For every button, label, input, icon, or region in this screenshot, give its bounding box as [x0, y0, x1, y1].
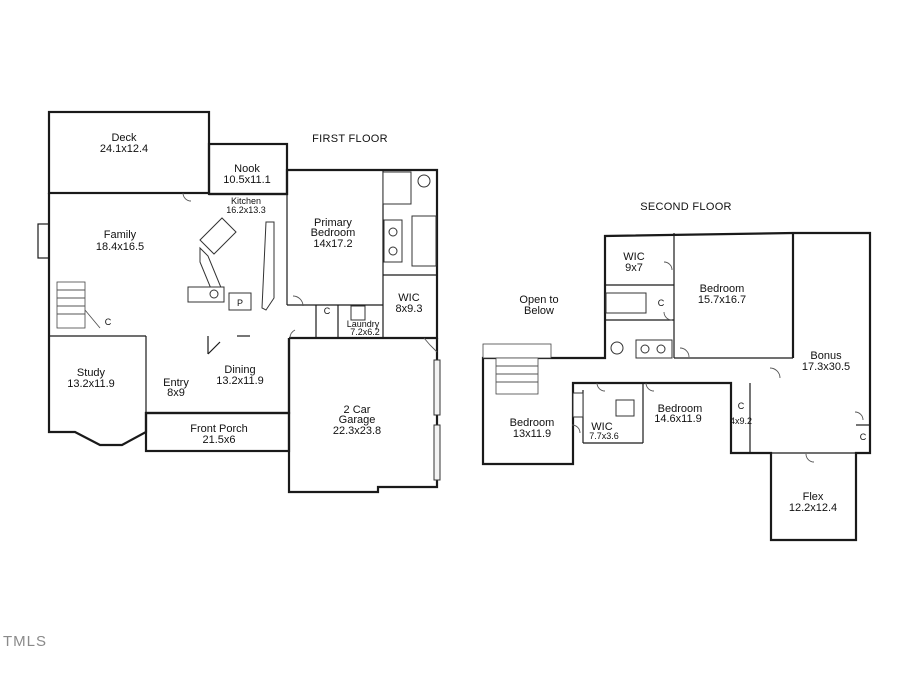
sink-icon — [388, 227, 398, 237]
toilet-icon — [417, 174, 431, 188]
bathtub — [411, 215, 437, 267]
front-porch-name: Front Porch — [190, 423, 247, 435]
laundry-name: Laundry — [347, 319, 380, 329]
main-house-outline-right — [209, 168, 439, 340]
entry-dims: 8x9 — [167, 387, 185, 399]
primary-bedroom-name-1: Primary — [314, 217, 352, 229]
garage-name-1: 2 Car — [344, 404, 371, 416]
range-icon — [209, 289, 219, 299]
bonus-name: Bonus — [810, 350, 842, 362]
deck-dims: 24.1x12.4 — [100, 143, 148, 155]
family-name: Family — [104, 229, 137, 241]
door-swing — [805, 453, 815, 463]
sink-icon — [640, 344, 650, 354]
pantry-room — [228, 292, 252, 311]
stairs-second-floor — [495, 357, 539, 395]
primary-bedroom-dims: 14x17.2 — [313, 238, 352, 250]
pantry-label: P — [237, 298, 243, 308]
door-swing — [289, 329, 296, 339]
door-swing — [663, 261, 673, 271]
door-swing — [645, 382, 655, 392]
family-dims: 18.4x16.5 — [96, 241, 144, 253]
closet-mid-dims: 4x9.2 — [730, 416, 752, 426]
bonus-dims: 17.3x30.5 — [802, 361, 850, 373]
front-porch-dims: 21.5x6 — [202, 434, 235, 446]
wic-top-dims: 9x7 — [625, 262, 643, 274]
door-swing — [423, 337, 438, 353]
tmls-watermark: TMLS — [3, 633, 48, 650]
wic-top-name: WIC — [623, 251, 644, 263]
nook-name: Nook — [234, 163, 260, 175]
dining-name: Dining — [224, 364, 255, 376]
closet-label: C — [324, 306, 331, 316]
shower — [382, 171, 412, 205]
stair-rail — [84, 309, 101, 329]
primary-bedroom-name-2: Bedroom — [311, 227, 356, 239]
garage-door — [433, 359, 441, 416]
second-floor-title: SECOND FLOOR — [640, 201, 732, 213]
bedroom-mid-name: Bedroom — [658, 403, 703, 415]
door-swing — [663, 311, 673, 321]
wic-name: WIC — [398, 292, 419, 304]
garage-dims: 22.3x23.8 — [333, 425, 381, 437]
wic-small-name: WIC — [591, 421, 612, 433]
door-swing — [596, 382, 606, 392]
sink-icon — [388, 246, 398, 256]
wic-dims: 8x9.3 — [396, 303, 423, 315]
deck-name: Deck — [111, 132, 137, 144]
door-swing — [769, 367, 781, 379]
door-swing — [292, 295, 304, 307]
wic-small-dims: 7.7x3.6 — [589, 431, 619, 441]
entry-name: Entry — [163, 377, 189, 389]
dining-wall-angle — [207, 341, 221, 355]
study-name: Study — [77, 367, 106, 379]
first-floor-title: FIRST FLOOR — [312, 133, 388, 145]
stairs-first-floor — [56, 281, 86, 329]
door-swing — [679, 347, 690, 358]
bathtub — [605, 292, 647, 314]
second-floor: SECOND FLOOR — [481, 201, 872, 542]
flex-dims: 12.2x12.4 — [789, 502, 837, 514]
kitchen-dims: 16.2x13.3 — [226, 205, 266, 215]
fireplace — [37, 223, 50, 259]
washer-icon — [615, 399, 635, 417]
garage-name-2: Garage — [339, 414, 376, 426]
bedroom-mid-dims: 14.6x11.9 — [654, 413, 702, 425]
toilet-icon — [610, 341, 624, 355]
bedroom-top-name: Bedroom — [700, 283, 745, 295]
nook-dims: 10.5x11.1 — [223, 174, 271, 186]
kitchen-sink-island — [199, 217, 237, 255]
door-swing — [182, 192, 192, 202]
open-to-below-line1: Open to — [519, 294, 558, 306]
door-swing — [571, 424, 581, 434]
kitchen-counter-lower — [187, 286, 225, 303]
closet-mid-name: C — [738, 401, 745, 411]
kitchen-name: Kitchen — [231, 196, 261, 206]
door-swing — [854, 411, 864, 421]
stair-closet-label: C — [105, 317, 112, 327]
closet-bonus-label: C — [860, 432, 867, 442]
sink-icon — [656, 344, 666, 354]
vanity — [383, 219, 403, 263]
second-floor-outline — [481, 231, 872, 542]
dining-dims: 13.2x11.9 — [216, 375, 264, 387]
washer-icon — [350, 305, 366, 321]
bedroom-left-name: Bedroom — [510, 417, 555, 429]
bedroom-left-dims: 13x11.9 — [513, 428, 551, 440]
garage-door — [433, 424, 441, 481]
kitchen-counter-right — [261, 221, 275, 311]
hall-bath-tub — [572, 392, 584, 418]
stair-landing — [482, 343, 552, 359]
study-dims: 13.2x11.9 — [67, 378, 115, 390]
flex-name: Flex — [803, 491, 824, 503]
first-floor: FIRST FLOOR — [37, 110, 441, 494]
laundry-dims: 7.2x6.2 — [350, 327, 380, 337]
bedroom-top-dims: 15.7x16.7 — [698, 294, 746, 306]
closet-bath-label: C — [658, 298, 665, 308]
open-to-below-line2: Below — [524, 305, 554, 317]
